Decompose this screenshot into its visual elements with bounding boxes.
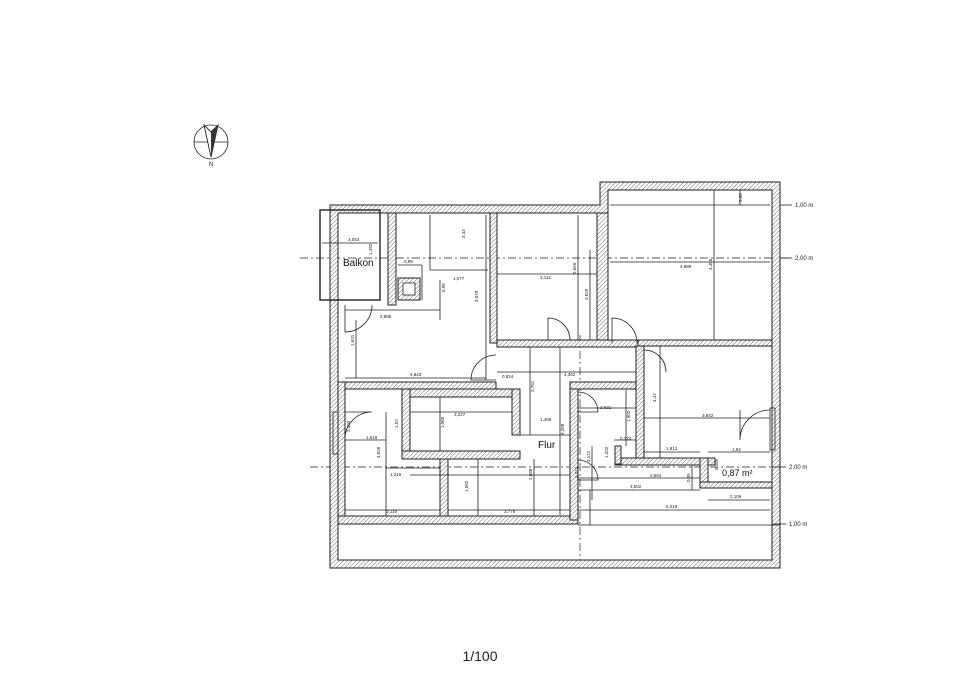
dim-label: 0,58 bbox=[738, 193, 743, 202]
dim-label: 2,781 bbox=[530, 380, 535, 392]
dim-label: 2,888 bbox=[380, 314, 392, 319]
dim-label: 0,99 bbox=[404, 259, 413, 264]
dim-label: 2,688 bbox=[528, 468, 533, 480]
dim-label: 0,774 bbox=[620, 436, 632, 441]
dim-label: 3,121 bbox=[586, 450, 591, 462]
dim-label: 0,924 bbox=[502, 374, 514, 379]
wall-r bbox=[614, 445, 622, 465]
dim-label: 2,664 bbox=[650, 473, 662, 478]
level-label: 1,00 m bbox=[795, 203, 813, 209]
dim-label: 1,619 bbox=[366, 435, 378, 440]
dim-label: 2,106 bbox=[730, 494, 742, 499]
dim-label: 4,024 bbox=[574, 466, 579, 478]
compass-north-label: N bbox=[209, 162, 213, 168]
dim-label: 1,065 bbox=[440, 416, 445, 428]
wall-l bbox=[439, 458, 449, 522]
dim-label: 3,227 bbox=[454, 412, 466, 417]
wall-p bbox=[635, 345, 645, 465]
level-label: 2,00 m bbox=[795, 256, 813, 262]
dim-label: 0,98 bbox=[441, 283, 446, 292]
wall-e bbox=[496, 339, 643, 348]
balcony: Balkon bbox=[319, 209, 381, 301]
wall-k bbox=[401, 450, 521, 460]
door-9 bbox=[577, 459, 599, 481]
dim-label: 1,077 bbox=[453, 276, 465, 281]
door-5 bbox=[643, 349, 667, 373]
room-label-flur: Flur bbox=[538, 440, 556, 451]
door-4 bbox=[470, 354, 497, 381]
dim-label: 4,362 bbox=[564, 372, 576, 377]
dim-label: 0,35 bbox=[686, 473, 691, 482]
dim-label: 1,582 bbox=[464, 480, 469, 492]
room-area-label: 0,87 m² bbox=[722, 468, 753, 478]
dim-label: 2,659 bbox=[572, 262, 577, 274]
wall-f bbox=[637, 339, 773, 347]
dim-label: 4,47 bbox=[652, 393, 657, 402]
door-7 bbox=[577, 391, 599, 413]
wall-a bbox=[387, 212, 397, 306]
dim-label: 1,216 bbox=[390, 472, 402, 477]
dim-label: 3,842 bbox=[702, 413, 714, 418]
dim-label: 3,43 bbox=[461, 229, 466, 238]
dim-label: 3,288 bbox=[560, 423, 565, 435]
wall-t bbox=[699, 481, 773, 489]
north-arrow-fill bbox=[211, 125, 218, 157]
wall-b bbox=[489, 212, 498, 344]
shaft bbox=[402, 282, 416, 296]
window-right bbox=[769, 407, 776, 451]
door-1 bbox=[344, 304, 373, 333]
level-label: 2,00 m bbox=[789, 465, 807, 471]
wall-o bbox=[569, 381, 641, 390]
dim-label: 3,079 bbox=[474, 290, 479, 302]
dim-label: 4,028 bbox=[376, 446, 381, 458]
dimension-labels: 2,053 1,492 0,99 0,98 3,43 1,077 3,079 2… bbox=[346, 193, 743, 514]
dim-label: 1,492 bbox=[368, 243, 373, 255]
dim-label: 1,631 bbox=[350, 334, 355, 346]
wall-g bbox=[337, 381, 346, 523]
wall-i bbox=[401, 388, 411, 460]
dim-label: 2,053 bbox=[348, 237, 360, 242]
dimension-lines bbox=[322, 190, 780, 526]
balcony-outline bbox=[319, 209, 381, 301]
dim-label: 3,829 bbox=[584, 288, 589, 300]
door-6 bbox=[344, 411, 373, 440]
dim-label: 1,812 bbox=[666, 446, 678, 451]
compass: N bbox=[193, 123, 229, 168]
dim-label: 4,843 bbox=[410, 372, 422, 377]
wall-d bbox=[337, 381, 497, 390]
dim-label: 2,621 bbox=[600, 405, 612, 410]
dim-label: 3,119 bbox=[386, 509, 397, 514]
door-3 bbox=[611, 317, 638, 344]
dim-label: 1,486 bbox=[540, 417, 552, 422]
dim-label: 3,778 bbox=[504, 509, 516, 514]
dim-label: 1,902 bbox=[626, 410, 631, 422]
window-left bbox=[332, 411, 339, 455]
doors bbox=[332, 304, 776, 481]
door-2 bbox=[547, 317, 571, 341]
dim-label: 3,112 bbox=[540, 275, 551, 280]
level-markers: 1,00 m 2,00 m 2,00 m 1,00 m bbox=[772, 203, 813, 528]
wall-c bbox=[596, 212, 609, 344]
dim-label: 6,019 bbox=[666, 504, 678, 509]
dim-label: 1,94 bbox=[732, 447, 741, 452]
scale-label: 1/100 bbox=[462, 648, 498, 664]
wall-n bbox=[569, 384, 579, 521]
dim-label: 4,458 bbox=[708, 258, 713, 270]
dim-label: 0,285 bbox=[714, 458, 719, 470]
wall-j bbox=[511, 388, 521, 436]
dim-label: 1,322 bbox=[604, 446, 609, 458]
dim-label: 4,989 bbox=[680, 264, 692, 269]
dim-label: 1,52 bbox=[394, 419, 399, 428]
door-8 bbox=[739, 409, 771, 441]
level-label: 1,00 m bbox=[789, 522, 807, 528]
wall-h bbox=[401, 388, 521, 398]
interior-walls bbox=[337, 212, 773, 525]
dim-label: 2,403 bbox=[346, 420, 351, 432]
room-label-balkon: Balkon bbox=[343, 258, 374, 269]
wall-m bbox=[337, 515, 579, 525]
dim-label: 3,502 bbox=[630, 484, 642, 489]
